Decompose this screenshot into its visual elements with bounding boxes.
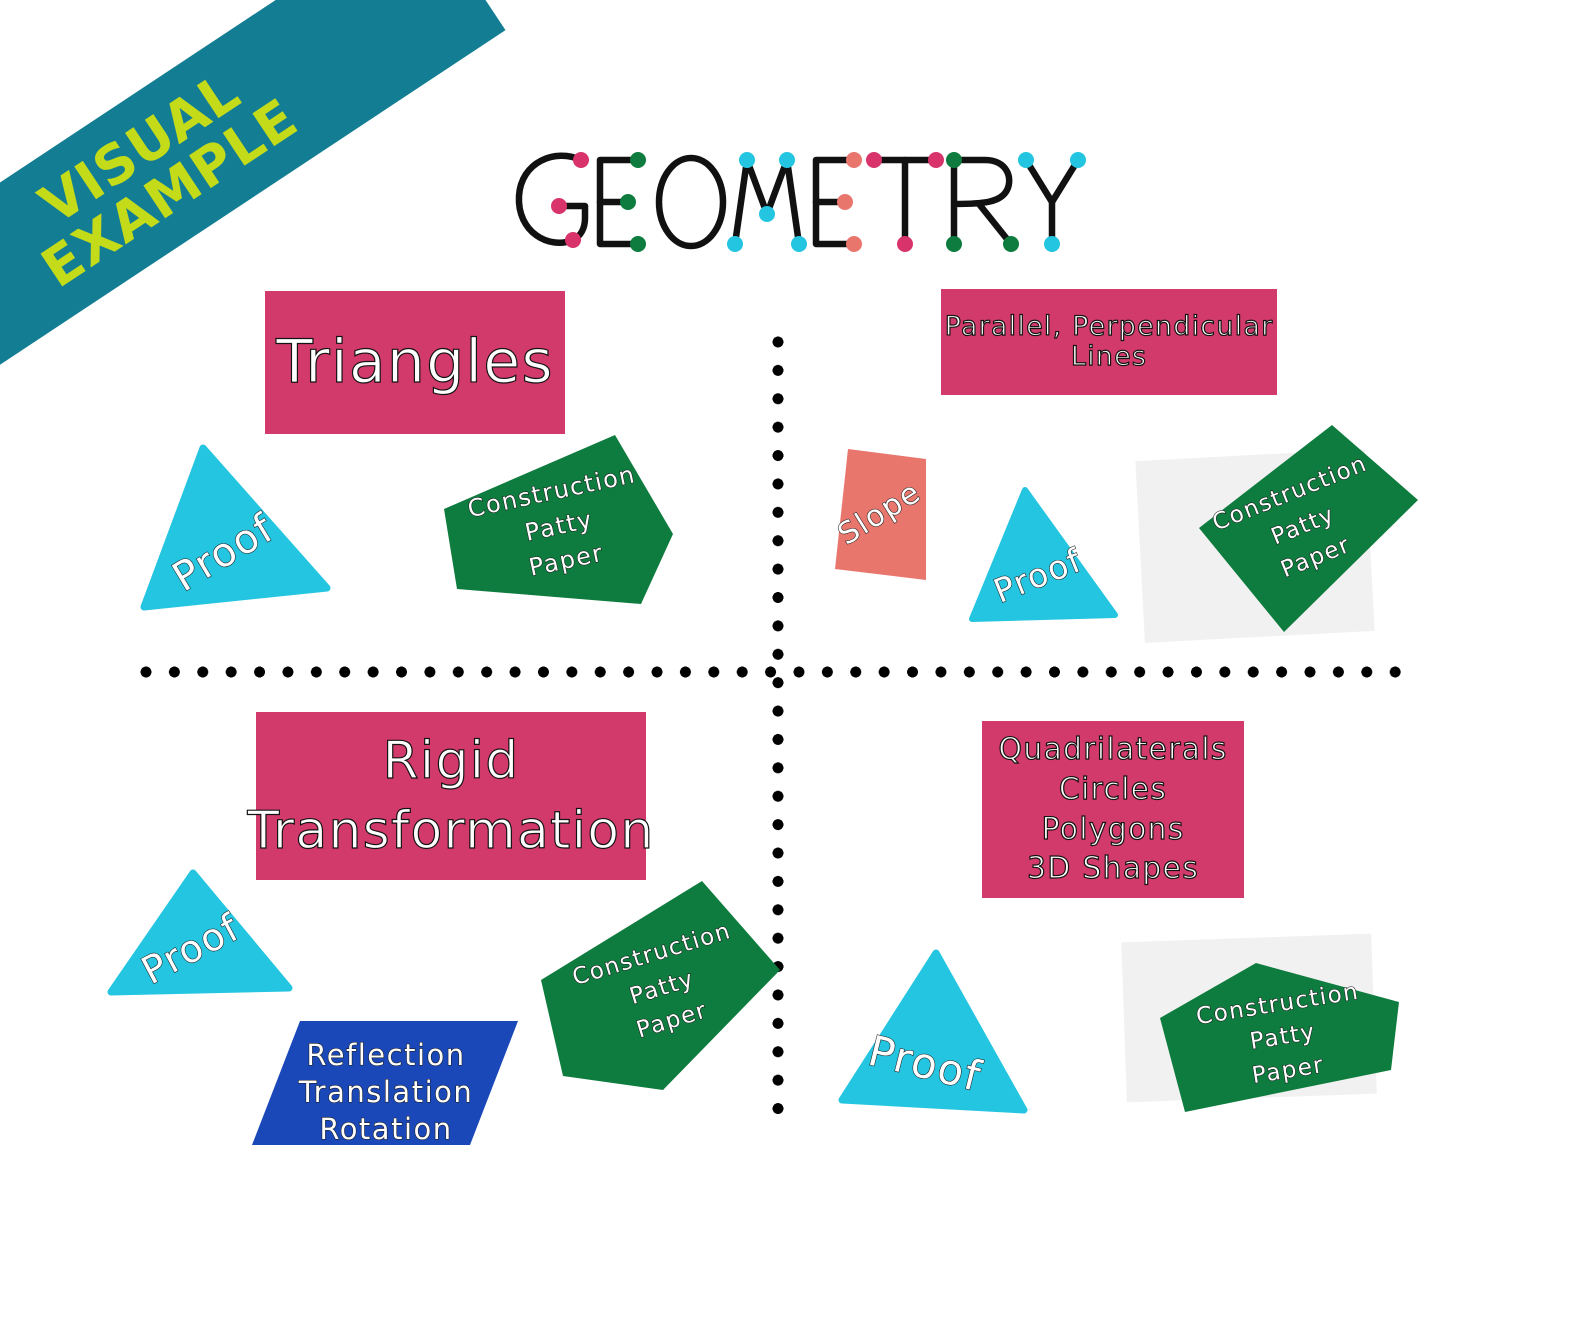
category-box-quadrilaterals-label: Quadrilaterals Circles Polygons 3D Shape… [998,732,1228,887]
rigid-motions-parallelogram[interactable]: Reflection Translation Rotation [250,1019,520,1147]
proof-triangle-bottom-left[interactable]: Proof [107,869,293,996]
category-box-parallel-perpendicular-label: Parallel, Perpendicular Lines [944,310,1274,372]
page-title [495,140,1095,270]
category-box-quadrilaterals[interactable]: Quadrilaterals Circles Polygons 3D Shape… [982,721,1244,898]
vertical-divider [772,336,784,1118]
proof-triangle-top-left[interactable]: Proof [140,444,331,611]
proof-triangle-bottom-right[interactable]: Proof [838,949,1028,1118]
category-box-triangles[interactable]: Triangles [265,291,565,434]
patty-paper-bottom-left[interactable]: Construction Patty Paper [537,878,782,1093]
patty-paper-bottom-right[interactable]: Construction Patty Paper [1153,960,1403,1115]
title-vertex-dots [551,152,1086,252]
category-box-rigid-transformation-label: Rigid Transformation [247,730,655,861]
patty-paper-top-left[interactable]: Construction Patty Paper [437,432,677,612]
proof-triangle-top-right[interactable]: Proof [968,487,1118,622]
ribbon-label: VISUAL EXAMPLE [28,59,309,300]
category-box-rigid-transformation[interactable]: Rigid Transformation [247,712,654,880]
category-box-triangles-label: Triangles [276,326,554,397]
slope-parallelogram[interactable]: Slope [831,447,928,582]
category-box-parallel-perpendicular[interactable]: Parallel, Perpendicular Lines [941,289,1277,395]
patty-paper-top-right[interactable]: Construction Patty Paper [1180,422,1420,634]
title-geometry-svg [515,152,1086,252]
